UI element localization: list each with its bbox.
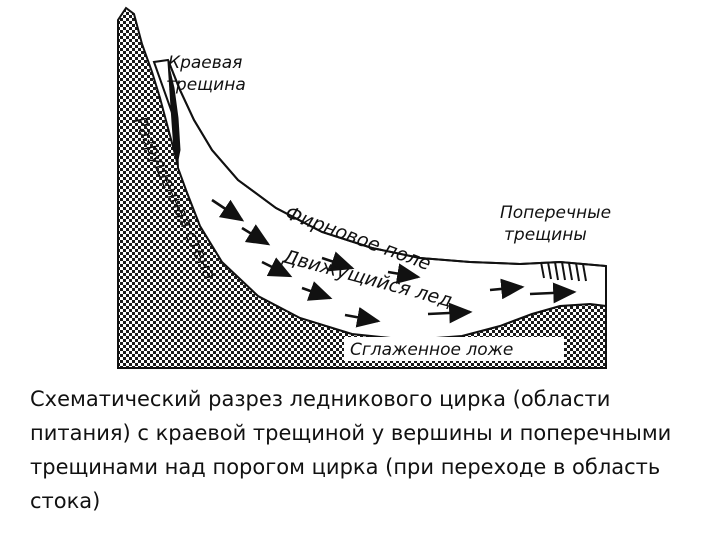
bergschrund-crack <box>167 61 181 166</box>
smoothed-bed-label-bg <box>344 337 564 361</box>
flow-arrow <box>241 224 271 246</box>
flow-arrow <box>344 307 381 328</box>
flow-arrow <box>301 281 333 301</box>
figure-caption: Схематический разрез ледникового цирка (… <box>30 387 672 513</box>
flow-arrow <box>321 251 355 272</box>
label-smoothed-bed: Сглаженное ложе <box>350 340 513 360</box>
label-transverse-2: трещины <box>504 225 587 245</box>
label-bergschrund-1: Краевая <box>168 53 242 73</box>
flow-arrows <box>211 198 577 328</box>
flow-arrow <box>387 263 421 284</box>
label-bergschrund-2: трещина <box>166 75 246 95</box>
flow-arrow <box>211 198 245 222</box>
transverse-crevasses <box>540 261 587 282</box>
flow-arrow <box>529 282 577 304</box>
flow-arrow <box>427 302 473 324</box>
flow-arrow <box>489 278 525 300</box>
flow-arrow <box>261 257 293 278</box>
ice-surface-line <box>167 59 607 267</box>
label-transverse-1: Поперечные <box>500 203 611 223</box>
